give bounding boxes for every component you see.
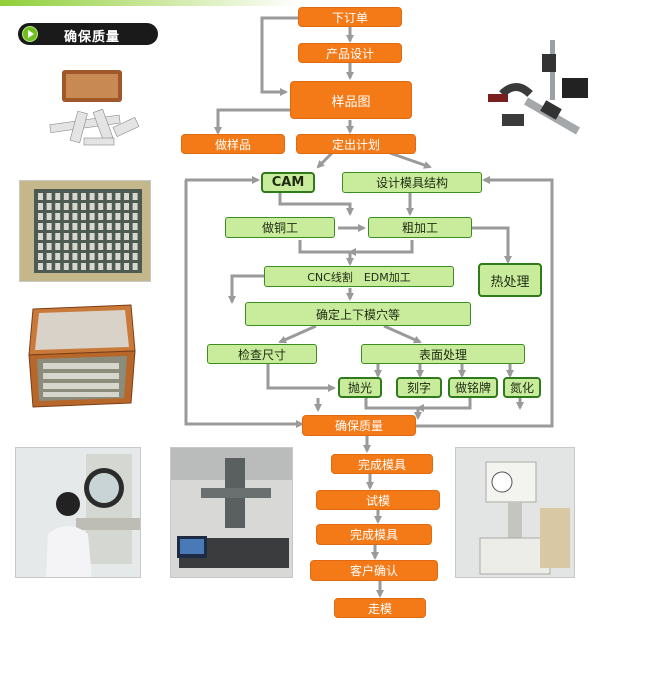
- step-make-sample: 做样品: [181, 134, 285, 154]
- calipers-micrometer-photo: [482, 34, 594, 152]
- step-rough-machining: 粗加工: [368, 217, 472, 238]
- step-complete-mold-2-label: 完成模具: [349, 528, 398, 542]
- step-copper-electrode: 做铜工: [225, 217, 335, 238]
- step-inspect-dimensions-label: 检查尺寸: [237, 347, 286, 362]
- step-sample-drawing-label: 样品图: [331, 94, 371, 110]
- step-copper-electrode-label: 做铜工: [261, 221, 298, 235]
- step-mold-cavity: 确定上下模穴等: [245, 302, 471, 326]
- gauge-block-set-photo: [25, 299, 139, 412]
- header-accent-bar: [0, 0, 300, 6]
- step-surface-treatment-label: 表面处理: [418, 347, 467, 362]
- step-customer-confirm-label: 客户确认: [349, 564, 398, 578]
- projector-operator-photo: [15, 447, 141, 578]
- step-order: 下订单: [298, 7, 402, 27]
- step-quality-assurance: 确保质量: [302, 415, 416, 436]
- gauge-blocks-photo: [44, 64, 154, 156]
- step-cam-label: CAM: [271, 175, 305, 190]
- step-mold-design-label: 设计模具结构: [375, 176, 448, 190]
- step-trial: 试模: [316, 490, 440, 510]
- step-sample-drawing: 样品图: [290, 81, 412, 119]
- step-complete-mold-1: 完成模具: [331, 454, 433, 474]
- step-ship-mold-label: 走模: [367, 601, 392, 616]
- cmm-machine-photo: [170, 447, 293, 578]
- step-heat-treatment-label: 热处理: [490, 274, 530, 290]
- step-cnc-edm-label: CNC线割 EDM加工: [307, 270, 411, 284]
- step-plan: 定出计划: [296, 134, 416, 154]
- step-complete-mold-1-label: 完成模具: [357, 457, 406, 472]
- step-product-design: 产品设计: [298, 43, 402, 63]
- pin-gauge-photo: [19, 180, 151, 282]
- step-cam: CAM: [261, 172, 315, 193]
- step-plan-label: 定出计划: [331, 137, 380, 152]
- step-polishing-label: 抛光: [347, 381, 372, 395]
- step-nameplate: 做铭牌: [448, 377, 498, 398]
- step-nitriding-label: 氮化: [509, 381, 534, 395]
- step-complete-mold-2: 完成模具: [316, 524, 432, 545]
- step-polishing: 抛光: [338, 377, 382, 398]
- step-heat-treatment: 热处理: [478, 263, 542, 297]
- step-nitriding: 氮化: [503, 377, 541, 398]
- section-title: 确保质量: [64, 30, 121, 45]
- step-product-design-label: 产品设计: [325, 46, 374, 61]
- section-title-badge: 确保质量: [18, 23, 158, 45]
- step-quality-assurance-label: 确保质量: [334, 419, 383, 433]
- step-make-sample-label: 做样品: [214, 137, 251, 152]
- step-order-label: 下订单: [331, 10, 368, 25]
- step-nameplate-label: 做铭牌: [454, 381, 491, 395]
- step-rough-machining-label: 粗加工: [401, 221, 438, 235]
- step-trial-label: 试模: [365, 493, 390, 508]
- step-ship-mold: 走模: [334, 598, 426, 618]
- step-engraving: 刻字: [396, 377, 442, 398]
- step-surface-treatment: 表面处理: [361, 344, 525, 364]
- step-cnc-edm: CNC线割 EDM加工: [264, 266, 454, 287]
- step-customer-confirm: 客户确认: [310, 560, 438, 581]
- step-mold-design: 设计模具结构: [342, 172, 482, 193]
- hardness-tester-photo: [455, 447, 575, 578]
- step-engraving-label: 刻字: [406, 381, 431, 395]
- play-arrow-icon: [22, 26, 38, 42]
- step-inspect-dimensions: 检查尺寸: [207, 344, 317, 364]
- step-mold-cavity-label: 确定上下模穴等: [315, 307, 400, 322]
